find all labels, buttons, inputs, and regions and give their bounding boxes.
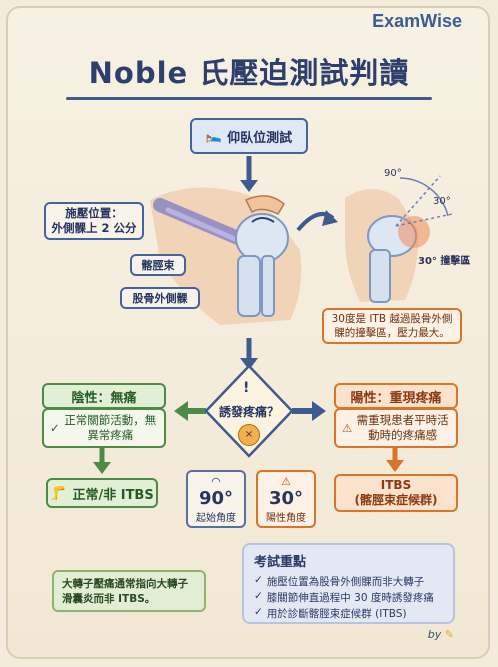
angle-card-positive: ⚠ 30° 陽性角度 [256,470,316,528]
brand-logo: ExamWise [372,11,462,31]
negative-description: ✓ 正常關節活動，無異常疼痛 [42,408,166,448]
angle-90-label: 90° [384,168,402,179]
label-itb: 髂脛束 [130,254,186,276]
positive-outcome: ITBS (髂脛束症候群) [334,474,458,512]
label-pressure-site: 施壓位置： 外側髁上 2 公分 [44,202,144,240]
angle-30-label: 30° [433,196,451,207]
pain-face-icon: × [238,424,260,446]
negative-result-header: 陰性：無痛 [42,383,166,409]
positive-result-header: 陽性：重現疼痛 [334,383,458,409]
page-title: Noble 氏壓迫測試判讀 [88,56,410,90]
supine-icon: 🛌 [205,128,223,144]
angle-card-start: ◠ 90° 起始角度 [186,470,246,528]
key-points-title: 考試重點 [254,555,307,570]
key-points-panel: 考試重點 ✓施壓位置為股骨外側髁而非大轉子 ✓膝關節伸直過程中 30 度時誘發疼… [242,543,455,624]
key-point-item: ✓施壓位置為股骨外側髁而非大轉子 [254,574,425,588]
key-point-item: ✓膝關節伸直過程中 30 度時誘發疼痛 [254,590,434,604]
check-icon: ✓ [254,574,263,586]
protractor-icon: ◠ [211,474,221,488]
side-view-illustration [345,175,453,303]
check-icon: ✓ [254,606,263,618]
decision-text: 誘發疼痛？ [218,405,279,419]
title-underline [66,97,432,100]
impact-zone-label: 30° 撞擊區 [418,256,471,267]
impact-note: 30度是 ITB 越過股骨外側髁的撞擊區，壓力最大。 [322,308,462,344]
check-icon: ✓ [50,420,60,435]
bursitis-note: 大轉子壓痛通常指向大轉子滑囊炎而非 ITBS。 [52,570,206,612]
positive-description: ⚠ 需重現患者平時活動時的疼痛感 [334,408,458,448]
warning-icon: ! [243,380,250,396]
key-point-item: ✓用於診斷髂脛束症候群 (ITBS) [254,606,407,620]
knee-icon: 🦵 [50,485,67,501]
warning-triangle-icon: ⚠ [281,474,291,488]
alert-icon: ⚠ [342,420,353,435]
pencil-icon: ✎ [444,628,454,641]
start-supine-test: 🛌 仰臥位測試 [190,118,308,154]
decision-diamond [204,364,294,458]
label-lateral-condyle: 股骨外側髁 [120,287,200,309]
check-icon: ✓ [254,590,263,602]
byline: by ✎ [427,628,454,641]
negative-outcome: 🦵 正常/非 ITBS [46,478,158,508]
